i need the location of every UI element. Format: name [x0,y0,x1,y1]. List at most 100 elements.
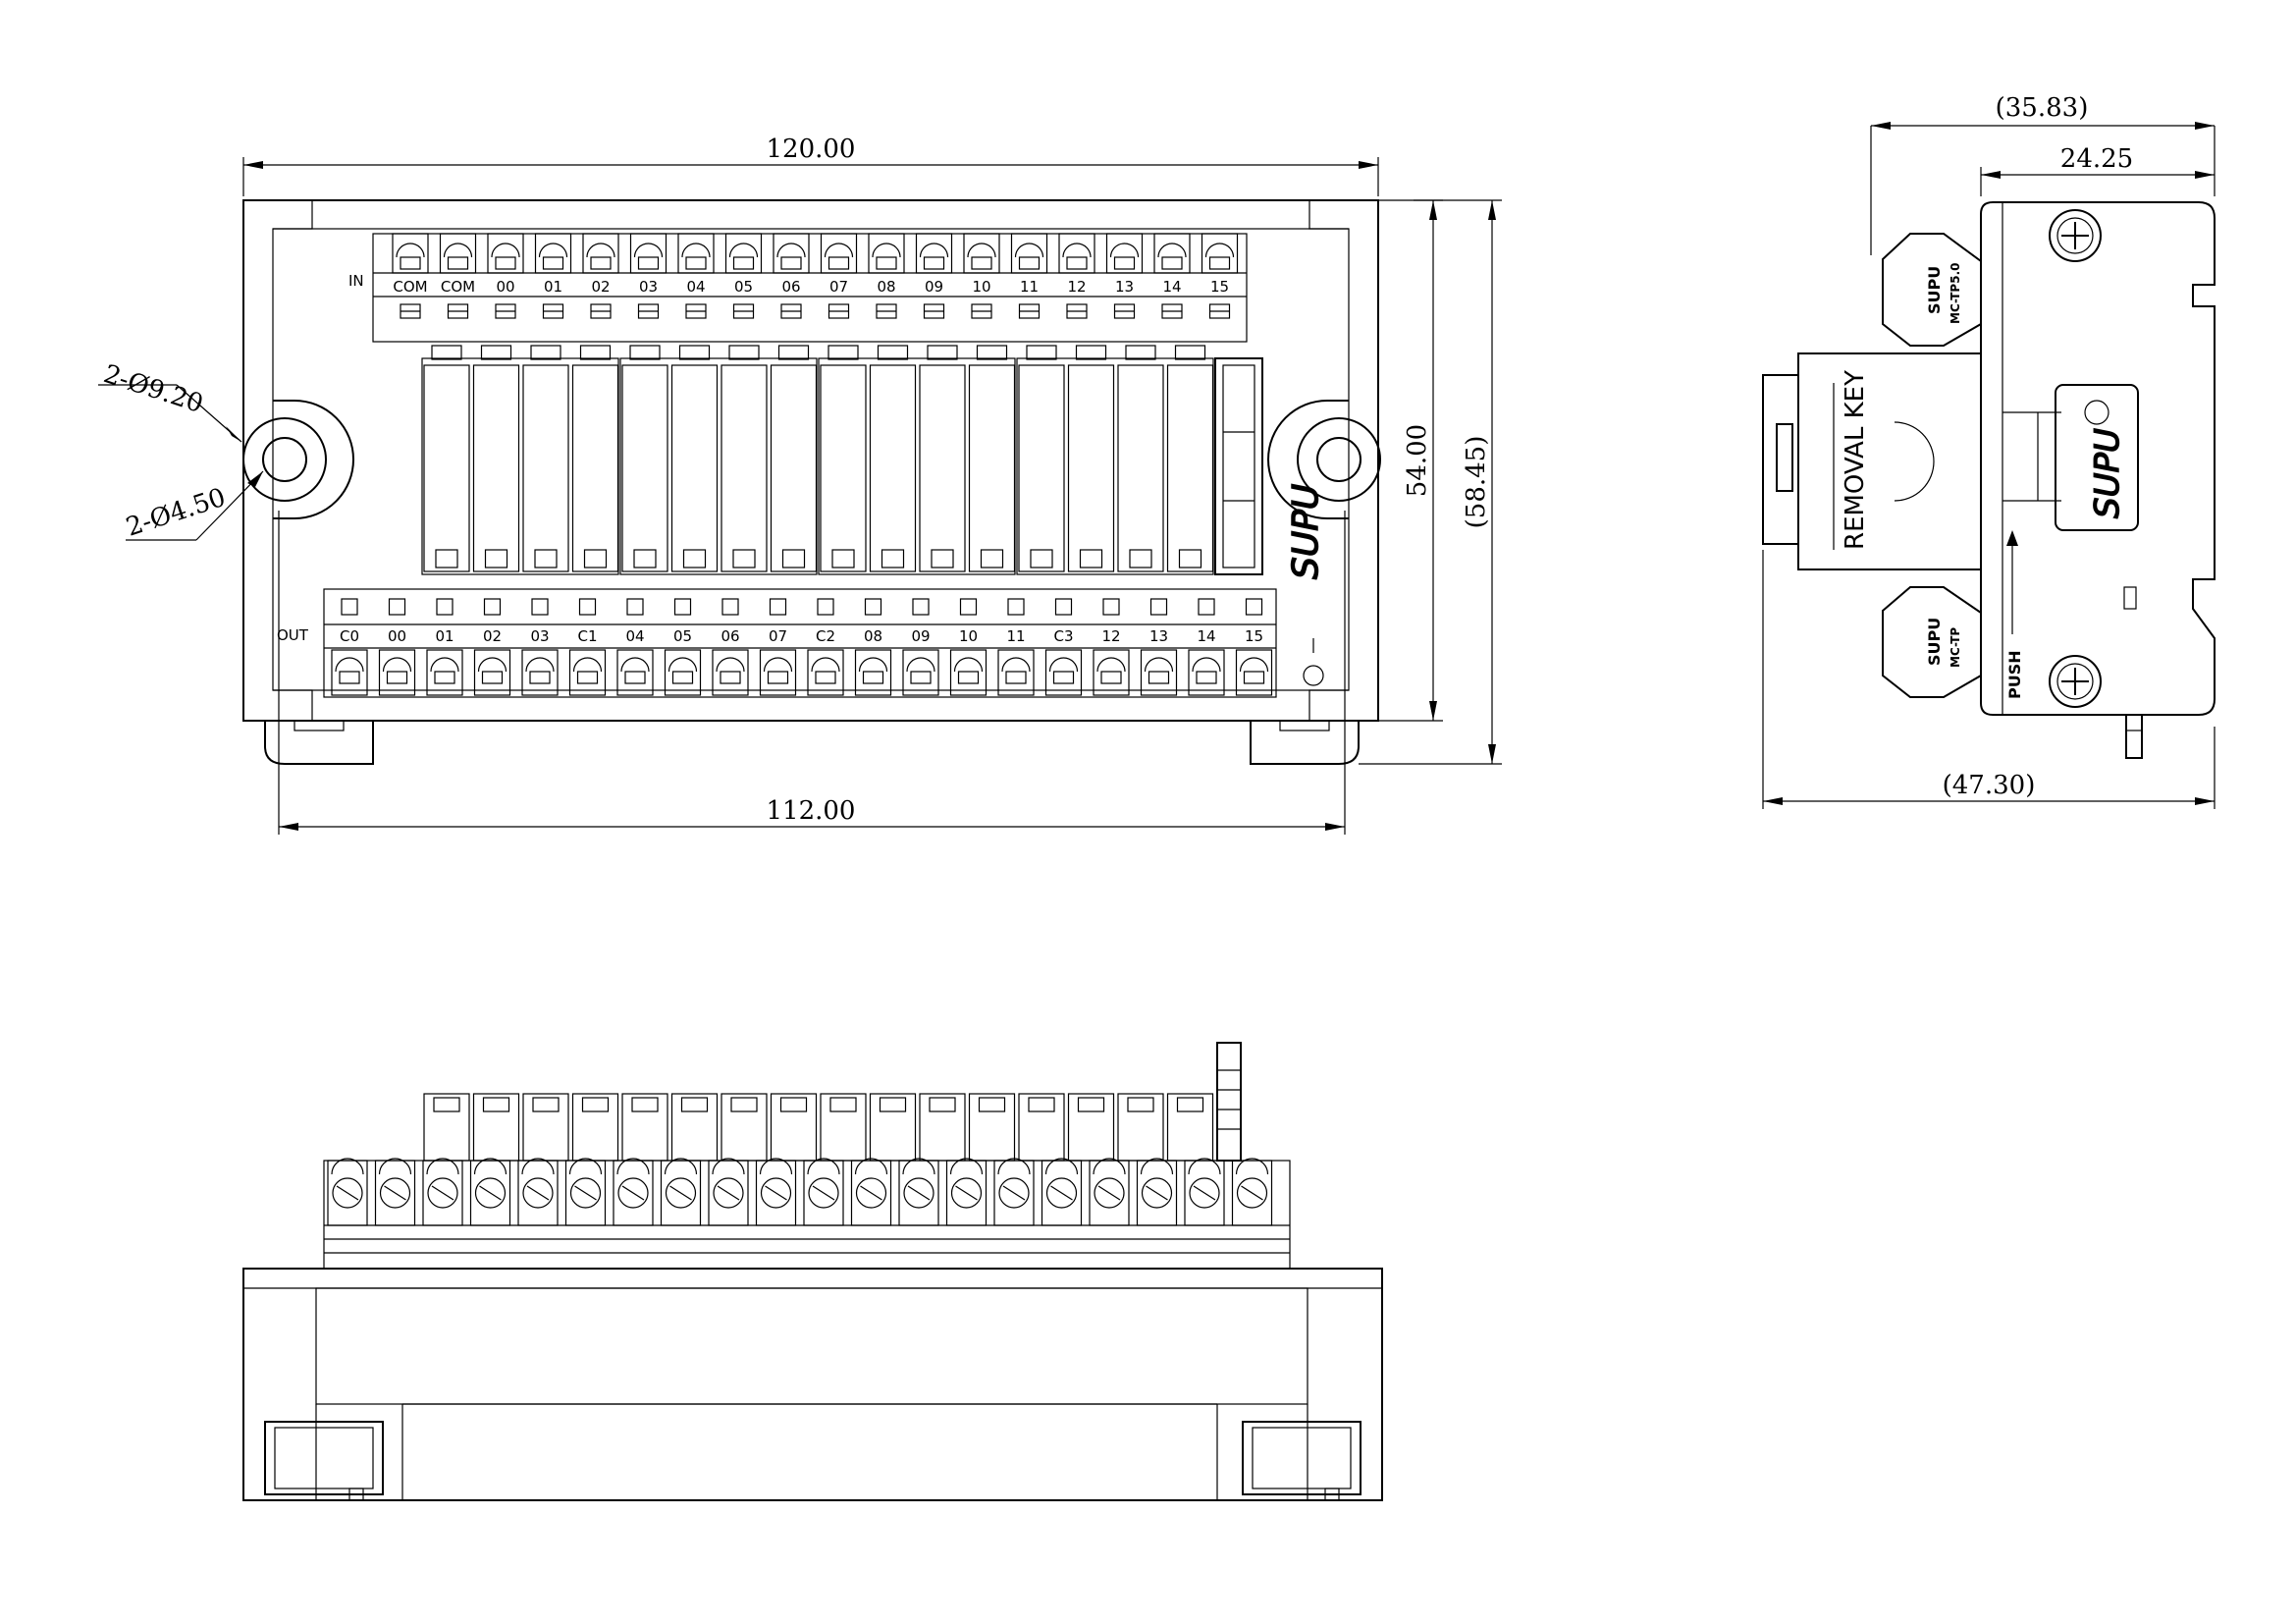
out-terminal-label: C3 [1053,627,1073,645]
out-terminal-label: 02 [483,627,502,645]
in-terminal: COM [392,233,429,319]
out-terminal-label: C0 [340,627,359,645]
in-terminal: 03 [629,233,667,319]
module-top-model: MC-TP5.0 [1949,263,1962,324]
relay-module [721,345,768,572]
module-top-brand: SUPU [1925,266,1944,314]
bottom-terminal [469,1158,511,1226]
dim-bottom-total: (47.30) [1762,550,2216,809]
out-terminal: C2 [807,598,844,696]
in-terminal-label: 03 [639,278,658,296]
relay-module [522,345,569,572]
out-terminal-label: 15 [1245,627,1263,645]
svg-text:112.00: 112.00 [767,796,856,826]
out-terminal-label: 10 [959,627,978,645]
out-terminal: 04 [616,598,654,696]
out-terminal: C1 [568,598,607,696]
in-terminal-label: 14 [1162,278,1181,296]
in-terminal: 02 [582,233,619,319]
out-terminal: C0 [331,598,368,696]
bottom-terminal [564,1158,607,1226]
out-terminal: 13 [1140,598,1178,696]
out-terminal-label: C1 [577,627,597,645]
bottom-terminal [1184,1158,1225,1226]
in-terminal-label: 06 [781,278,800,296]
in-terminal: 01 [534,233,572,319]
relay-module [919,345,966,572]
out-terminal: 01 [426,598,463,696]
svg-text:2-Ø9.20: 2-Ø9.20 [100,359,207,419]
front-brand-logo: SUPU [1286,484,1326,579]
out-terminal: 11 [997,598,1035,696]
in-terminal: 10 [963,233,1000,319]
bottom-relay-top [621,1093,668,1162]
bottom-relay-top [1117,1093,1164,1162]
bottom-terminal [613,1158,654,1226]
in-terminal: 15 [1201,233,1239,319]
dim-overall-width: 120.00 [242,135,1379,196]
bottom-terminal [327,1158,368,1226]
relay-module [1067,345,1115,572]
side-view: REMOVAL KEY SUPU PUSH [1762,93,2216,809]
in-terminal-label: 05 [734,278,753,296]
out-terminal-label: C2 [816,627,835,645]
out-terminal: 03 [521,598,559,696]
relay-module [770,345,818,572]
out-terminal: 15 [1235,598,1273,696]
relay-modules [423,345,1214,572]
in-terminal: 13 [1105,233,1144,319]
svg-text:120.00: 120.00 [767,135,856,164]
in-terminal-label: 09 [925,278,943,296]
svg-text:24.25: 24.25 [2060,144,2133,174]
bottom-terminal [708,1158,749,1226]
in-terminal: 06 [773,233,810,319]
in-terminal: 11 [1010,233,1048,319]
out-terminal: 07 [759,598,797,696]
module-bottom-brand: SUPU [1925,618,1944,666]
bottom-terminal [755,1158,797,1226]
out-terminal-label: 06 [721,627,739,645]
relay-module [472,345,520,572]
bottom-screw-icon [2049,655,2102,708]
in-terminal-label: COM [441,278,475,296]
in-terminal-label: 00 [496,278,514,296]
relay-module [1018,345,1065,572]
bottom-relay-top [1166,1093,1214,1162]
bottom-relay-top [919,1093,966,1162]
svg-text:54.00: 54.00 [1403,424,1432,497]
bottom-relay-top [670,1093,719,1162]
bottom-relay-top [571,1093,619,1162]
out-terminal-label: 03 [530,627,549,645]
mounting-hole-left [242,417,327,502]
bottom-terminal [660,1158,702,1226]
out-terminal: C3 [1044,598,1083,696]
bottom-terminal [1041,1158,1083,1226]
bottom-relay-top [522,1093,569,1162]
in-terminal: 07 [820,233,858,319]
bottom-relay-top [1067,1093,1115,1162]
out-terminal-label: 07 [769,627,787,645]
bottom-relay-top [1018,1093,1065,1162]
bottom-relay-top [820,1093,867,1162]
bottom-terminal [945,1158,988,1226]
bottom-terminal [1136,1158,1178,1226]
out-terminal-label: 11 [1006,627,1025,645]
bottom-terminal [898,1158,939,1226]
out-terminal: 06 [712,598,749,696]
dim-top-body: 24.25 [1980,144,2215,196]
in-label: IN [348,272,364,290]
top-screw-icon [2049,209,2102,262]
bottom-relay-top [721,1093,768,1162]
out-terminal-label: 01 [435,627,454,645]
in-terminal-label: 15 [1210,278,1229,296]
in-terminal-label: 08 [877,278,895,296]
bottom-relay-top [869,1093,917,1162]
dim-outer-hole: 2-Ø9.20 [98,359,242,443]
relay-module [423,345,470,572]
bottom-terminal [422,1158,463,1226]
svg-text:2-Ø4.50: 2-Ø4.50 [123,483,230,543]
bottom-terminal-row [327,1158,1273,1226]
in-terminal-label: 01 [544,278,562,296]
